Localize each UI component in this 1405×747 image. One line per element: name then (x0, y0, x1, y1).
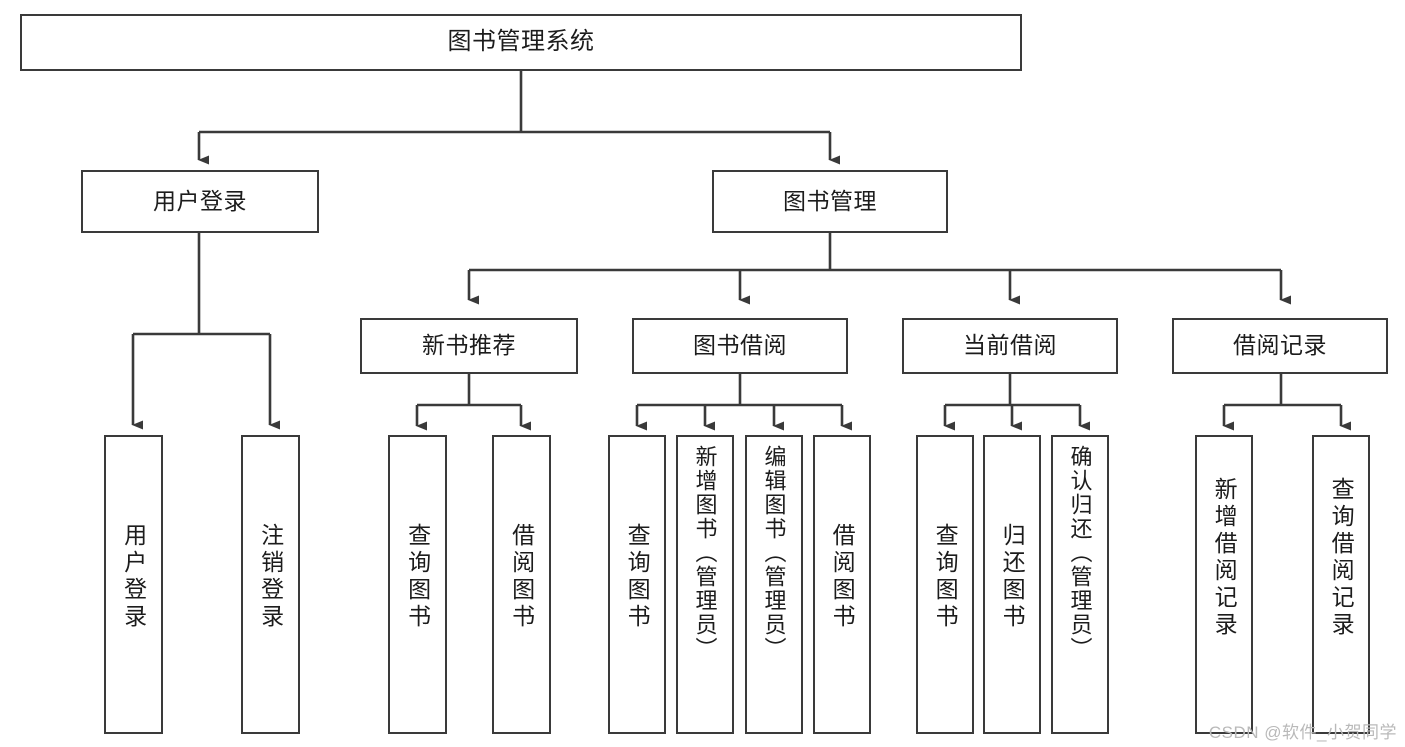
node-label: 查询图书 (932, 523, 959, 631)
node-label: 编辑图书（管理员） (761, 445, 787, 661)
node-label: 查询图书 (404, 523, 431, 631)
leaf-current-borrow-query-book[interactable]: 查询图书 (916, 435, 974, 734)
leaf-book-borrow-add-book-admin[interactable]: 新增图书（管理员） (676, 435, 734, 734)
leaf-book-borrow-query-book[interactable]: 查询图书 (608, 435, 666, 734)
leaf-borrow-record-query-record[interactable]: 查询借阅记录 (1312, 435, 1370, 734)
node-label: 新增借阅记录 (1211, 477, 1238, 639)
node-label: 借阅记录 (1233, 332, 1327, 359)
csdn-watermark: CSDN @软件_小贺同学 (1208, 723, 1397, 742)
node-book-borrow[interactable]: 图书借阅 (632, 318, 848, 374)
node-label: 图书管理 (783, 187, 877, 214)
node-label: 新增图书（管理员） (692, 445, 718, 661)
leaf-borrow-record-add-record[interactable]: 新增借阅记录 (1195, 435, 1253, 734)
node-label: 用户登录 (153, 187, 247, 214)
node-label: 借阅图书 (829, 523, 856, 631)
node-current-borrow[interactable]: 当前借阅 (902, 318, 1118, 374)
node-label: 用户登录 (120, 523, 147, 631)
node-label: 新书推荐 (422, 332, 516, 359)
leaf-current-borrow-return-book[interactable]: 归还图书 (983, 435, 1041, 734)
node-label: 图书管理系统 (447, 28, 595, 56)
node-book-management[interactable]: 图书管理 (712, 170, 948, 233)
node-label: 查询图书 (624, 523, 651, 631)
leaf-book-borrow-edit-book-admin[interactable]: 编辑图书（管理员） (745, 435, 803, 734)
node-label: 查询借阅记录 (1328, 477, 1355, 639)
leaf-book-borrow-borrow-book[interactable]: 借阅图书 (813, 435, 871, 734)
leaf-new-book-borrow-book[interactable]: 借阅图书 (492, 435, 551, 734)
node-label: 借阅图书 (508, 523, 535, 631)
leaf-current-borrow-confirm-return-admin[interactable]: 确认归还（管理员） (1051, 435, 1109, 734)
node-user-login[interactable]: 用户登录 (81, 170, 319, 233)
node-label: 确认归还（管理员） (1067, 445, 1093, 661)
leaf-user-login-login[interactable]: 用户登录 (104, 435, 163, 734)
leaf-user-login-logout[interactable]: 注销登录 (241, 435, 300, 734)
node-label: 注销登录 (257, 523, 284, 631)
node-borrow-record[interactable]: 借阅记录 (1172, 318, 1388, 374)
node-label: 归还图书 (999, 523, 1026, 631)
node-label: 当前借阅 (963, 332, 1057, 359)
node-label: 图书借阅 (693, 332, 787, 359)
node-root-book-management-system[interactable]: 图书管理系统 (20, 14, 1022, 71)
leaf-new-book-query-book[interactable]: 查询图书 (388, 435, 447, 734)
node-new-book-recommend[interactable]: 新书推荐 (360, 318, 578, 374)
